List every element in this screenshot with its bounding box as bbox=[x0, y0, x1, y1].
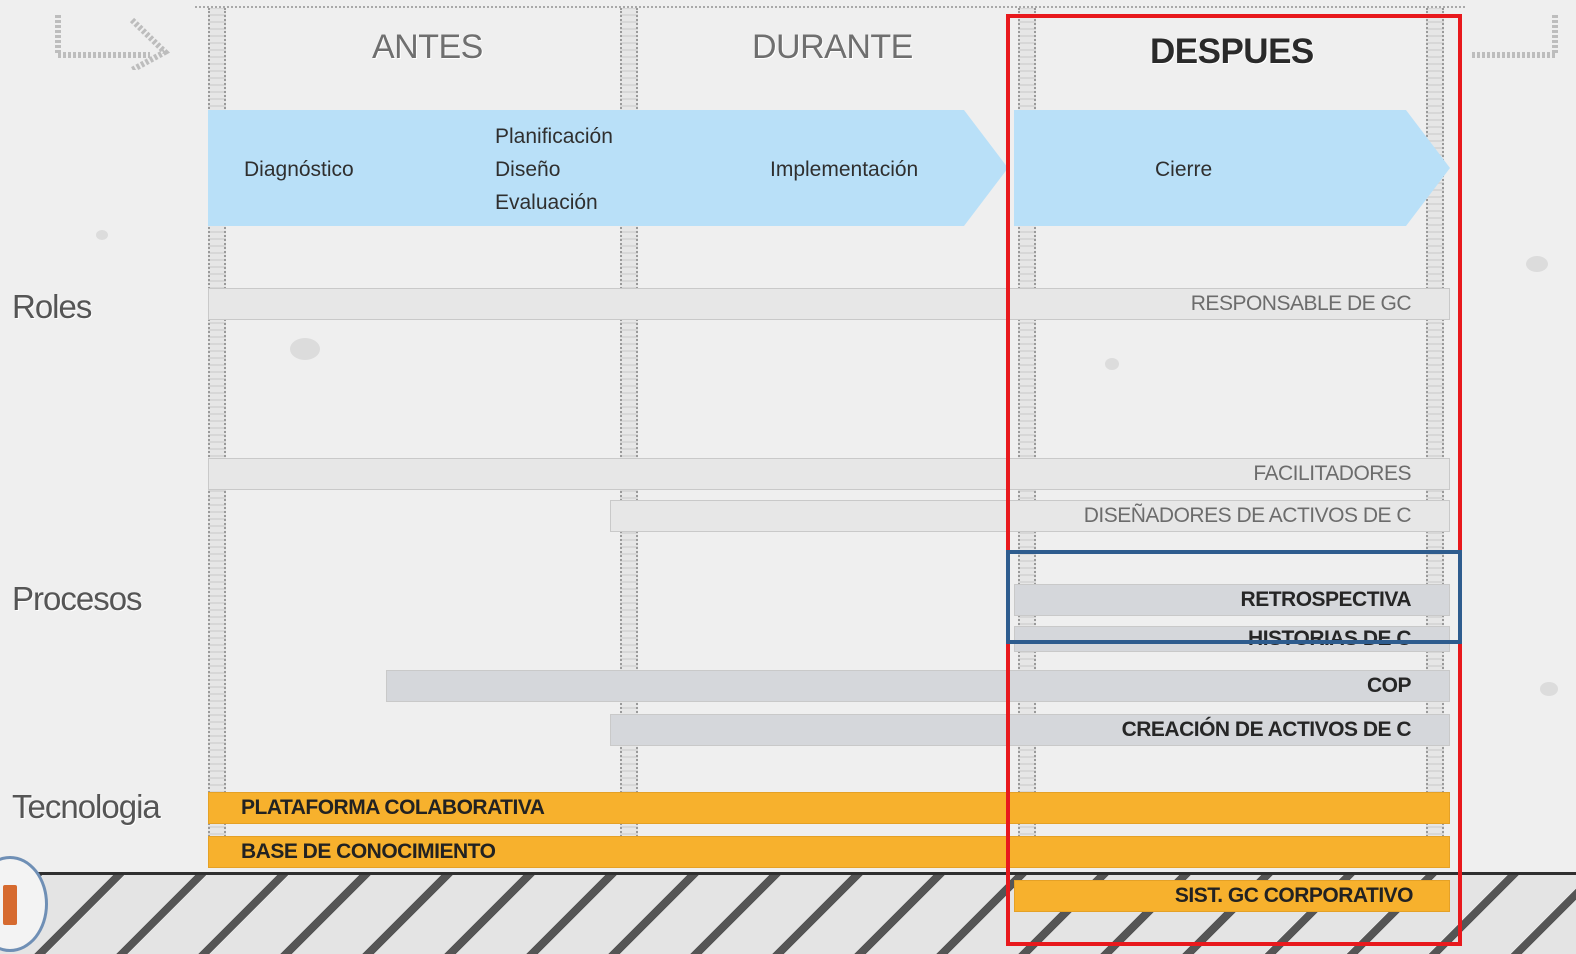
stage-arrow-cierre bbox=[1014, 110, 1450, 226]
phase-header-despues: DESPUES bbox=[1150, 32, 1314, 71]
process-bar-cop: COP bbox=[386, 670, 1450, 702]
role-bar-responsable: RESPONSABLE DE GC bbox=[208, 288, 1450, 320]
tech-bar-plataforma: PLATAFORMA COLABORATIVA bbox=[208, 792, 1450, 824]
background-speck bbox=[1105, 358, 1119, 370]
stage-diagnostico: Diagnóstico bbox=[244, 158, 354, 181]
phase-header-antes: ANTES bbox=[372, 28, 483, 66]
highlight-despues-column bbox=[1006, 14, 1462, 946]
top-border-line bbox=[195, 6, 1465, 8]
stage-arrow-main bbox=[208, 110, 1008, 226]
column-divider bbox=[1426, 8, 1444, 868]
tech-bar-sist-gc: SIST. GC CORPORATIVO bbox=[1014, 880, 1450, 912]
process-bar-historias: HISTORIAS DE C bbox=[1014, 626, 1450, 652]
stage-planificacion: Planificación bbox=[495, 125, 613, 148]
stage-cierre: Cierre bbox=[1155, 158, 1213, 181]
phase-header-durante: DURANTE bbox=[752, 28, 913, 66]
row-label-roles: Roles bbox=[12, 288, 92, 325]
process-bar-creacion: CREACIÓN DE ACTIVOS DE C bbox=[610, 714, 1450, 746]
process-bar-retrospectiva: RETROSPECTIVA bbox=[1014, 584, 1450, 616]
background-speck bbox=[1526, 256, 1548, 272]
stage-diseno: Diseño bbox=[495, 158, 561, 181]
corner-arrow-icon bbox=[55, 15, 171, 70]
background-speck bbox=[290, 338, 320, 360]
role-bar-facilitadores: FACILITADORES bbox=[208, 458, 1450, 490]
corner-arrow-icon bbox=[1470, 15, 1558, 58]
highlight-retrospectiva bbox=[1006, 550, 1462, 644]
role-bar-disenadores: DISEÑADORES DE ACTIVOS DE C bbox=[610, 500, 1450, 532]
row-label-tecnologia: Tecnologia bbox=[12, 788, 161, 825]
stage-implementacion: Implementación bbox=[770, 158, 919, 181]
tech-bar-base: BASE DE CONOCIMIENTO bbox=[208, 836, 1450, 868]
stage-evaluacion: Evaluación bbox=[495, 191, 598, 214]
background-speck bbox=[1540, 682, 1558, 696]
row-label-procesos: Procesos bbox=[12, 580, 143, 617]
background-speck bbox=[96, 230, 108, 240]
